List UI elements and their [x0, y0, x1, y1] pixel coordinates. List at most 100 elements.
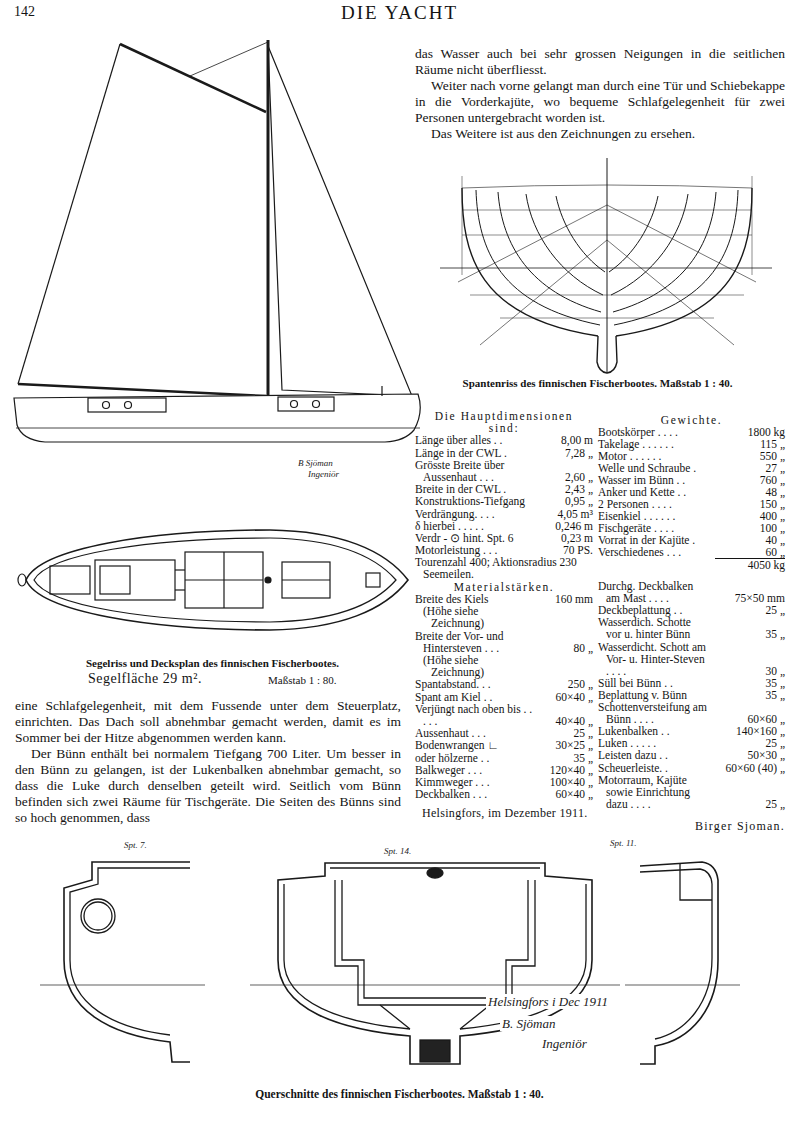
body-plan-line: [607, 240, 734, 345]
table-label: Verjüngt nach oben bis . . . . .: [415, 703, 533, 727]
table-value: 30 „: [710, 665, 785, 677]
table-label: Verschiedenes . . .: [598, 546, 681, 558]
table-label: 2 Personen . . . .: [598, 498, 672, 510]
page-number: 142: [14, 4, 35, 20]
cross-sections: [40, 862, 740, 1064]
table-label: Anker und Kette . .: [598, 486, 686, 498]
table-label: Kimmweger . . .: [415, 776, 490, 788]
sail-plan-line: [291, 401, 298, 408]
body-plan-line: [611, 194, 688, 295]
deck-plan-line: [34, 538, 396, 622]
table-label: Motorraum, Kajüte sowie Einrichtung dazu…: [598, 774, 708, 810]
author: Birger Sjoman.: [600, 820, 785, 833]
cross-sections-line: [380, 1005, 490, 1029]
body-plan-line: [498, 192, 601, 312]
body-paragraph: Der Bünn enthält bei normalem Tiefgang 7…: [15, 746, 401, 826]
sail-plan-line: [120, 44, 266, 112]
table-value: 1800 kg: [715, 426, 785, 438]
table-note: Tourenzahl 400; Aktionsradius 230 Seemei…: [415, 556, 593, 580]
sail-plan-line: [267, 40, 270, 398]
body-plan-line: [462, 235, 752, 236]
table-value: 150 „: [715, 498, 785, 510]
table-value: 100 „: [715, 522, 785, 534]
body-plan-line: [607, 158, 608, 372]
body-plan-line: [556, 196, 605, 272]
body-plan-line: [462, 210, 752, 211]
table-label: Breite der Vor- und Hintersteven . . .: [415, 630, 533, 654]
table-value: 35 „: [710, 689, 785, 701]
handwritten-signature: Ingeniör: [306, 469, 341, 479]
table-label: Wasserdich. Schotte vor u. hinter Bünn: [598, 616, 708, 640]
deck-plan-line: [175, 569, 185, 570]
table-value: 70 PS.: [535, 544, 593, 556]
cross-sections-line: [625, 985, 740, 986]
sail-plan: [14, 40, 420, 442]
sail-plan-line: [313, 401, 320, 408]
table-value: 2,43 „: [535, 483, 593, 495]
table-value: 140×160 „: [710, 725, 785, 737]
body-plan-line: [609, 196, 658, 272]
deck-plan-line: [185, 552, 263, 608]
cross-sections-line: [278, 863, 592, 1064]
deck-plan-line: [26, 530, 408, 630]
table-value: 115 „: [715, 438, 785, 450]
table-value: 35 „: [535, 752, 593, 764]
frame-number: Spt. 14.: [382, 846, 413, 856]
body-plan-line: [597, 336, 617, 373]
cross-sections-line: [64, 862, 190, 1062]
cross-sections-line: [81, 899, 115, 933]
table-value: 60×40 „: [535, 691, 593, 703]
table-label: Verdrängung. . . .: [415, 508, 495, 520]
table-label: δ hierbei . . . . .: [415, 520, 484, 532]
table-label: Welle und Schraube .: [598, 462, 696, 474]
scale-note: Maßstab 1 : 80.: [268, 674, 336, 686]
table-label: Spant am Kiel . .: [415, 691, 492, 703]
table-value: 8,00 m: [535, 434, 593, 446]
frame-number: Spt. 7.: [122, 840, 149, 850]
table-label: Beplattung v. Bünn: [598, 689, 687, 701]
table-label: Spantabstand. . .: [415, 678, 491, 690]
deck-plan-line: [100, 566, 130, 594]
sail-area: Segelfläche 29 m².: [88, 671, 202, 687]
table-label: Deckbalken . . .: [415, 788, 487, 800]
body-plan-line: [470, 295, 744, 296]
handwritten-signature: B Sjöman: [296, 458, 335, 468]
body-plan: [440, 158, 772, 373]
sail-plan-line: [190, 42, 268, 76]
sail-plan-line: [18, 44, 120, 384]
table-label: Grösste Breite über Aussenhaut . . .: [415, 459, 533, 483]
table-value: 0,246 m: [535, 520, 593, 532]
table-label: Breite des Kiels: [415, 593, 488, 605]
table-label: Länge in der CWL .: [415, 447, 507, 459]
table-note: (Höhe siehe Zeichnung): [423, 654, 533, 678]
cross-sections-line: [335, 880, 535, 1005]
table-label: Motor . . . . . .: [598, 450, 661, 462]
body-paragraph: eine Schlafgelegenheit, mit dem Fussende…: [15, 698, 401, 746]
table-label: Bootskörper . . . .: [598, 426, 678, 438]
table-label: Leisten dazu . .: [598, 749, 668, 761]
table-value: 25 „: [535, 727, 593, 739]
table-value: 27 „: [715, 462, 785, 474]
table-label: Eisenkiel . . . . . .: [598, 510, 675, 522]
body-plan-line: [616, 188, 752, 336]
deck-plan-line: [185, 579, 263, 580]
table-value: 120×40 „: [535, 764, 593, 776]
table-value: 2,60 „: [535, 471, 593, 483]
table-value: 0,23 m: [535, 532, 593, 544]
table-value: 160 mm: [535, 593, 593, 605]
body-plan-line: [476, 190, 600, 325]
sail-plan-line: [278, 397, 334, 411]
body-paragraph: das Wasser auch bei sehr grossen Neigung…: [415, 46, 785, 78]
table-note: (Höhe siehe Zeichnung): [423, 605, 533, 629]
place-date: Helsingfors, im Dezember 1911.: [422, 807, 588, 820]
table-heading: Die Hauptdimensionen sind:: [429, 410, 579, 434]
frame-number: Spt. 11.: [608, 838, 639, 848]
table-label: Süll bei Bünn . .: [598, 677, 673, 689]
table-value: 0,95 „: [535, 495, 593, 507]
sail-plan-line: [103, 402, 110, 409]
table-label: Breite in der CWL .: [415, 483, 506, 495]
table-value: 250 „: [535, 678, 593, 690]
deck-plan-line: [265, 577, 271, 583]
sail-plan-line: [18, 384, 266, 396]
text-column: das Wasser auch bei sehr grossen Neigung…: [415, 46, 785, 142]
